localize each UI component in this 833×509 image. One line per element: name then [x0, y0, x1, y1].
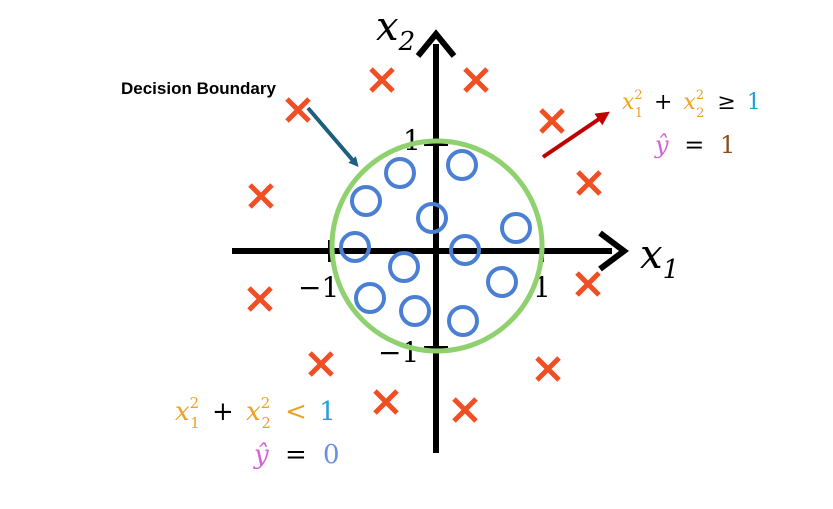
- cross-icon: [308, 351, 334, 377]
- x1-axis-label: x1: [640, 232, 679, 285]
- annotation-arrow: [306, 106, 359, 168]
- inside-prediction: ŷ = 0: [253, 440, 340, 470]
- y-axis-arrowhead-icon: [415, 29, 457, 58]
- circle-icon: [388, 251, 420, 283]
- cross-icon: [452, 397, 478, 423]
- circle-icon: [449, 234, 481, 266]
- region-arrow: [541, 111, 610, 159]
- cross-icon: [575, 271, 601, 297]
- circle-icon: [416, 202, 448, 234]
- cross-icon: [247, 286, 273, 312]
- cross-icon: [539, 108, 565, 134]
- class-0-points: [339, 149, 532, 337]
- cross-icon: [535, 356, 561, 382]
- decision-boundary-label: Decision Boundary: [121, 79, 276, 98]
- tick-label-neg-x: −1: [298, 271, 339, 304]
- cross-icon: [373, 389, 399, 415]
- x-axis-arrowhead-icon: [598, 230, 629, 272]
- circle-icon: [446, 149, 478, 181]
- outside-prediction: ŷ = 1: [654, 131, 735, 159]
- circle-icon: [354, 282, 386, 314]
- axes: [232, 29, 629, 453]
- tick-label-pos-y: 1: [403, 124, 421, 157]
- class-1-points: [247, 67, 602, 423]
- x2-term: x: [683, 90, 696, 115]
- circle-icon: [350, 185, 382, 217]
- x1-term: x: [622, 90, 635, 115]
- circle-icon: [339, 231, 371, 263]
- tick-label-neg-y: −1: [378, 336, 419, 369]
- x2-axis-label: x2: [376, 4, 415, 57]
- circle-icon: [384, 157, 416, 189]
- circle-icon: [486, 266, 518, 298]
- cross-icon: [576, 170, 602, 196]
- circle-icon: [447, 305, 479, 337]
- cross-icon: [369, 67, 395, 93]
- cross-icon: [285, 97, 311, 123]
- circle-icon: [399, 295, 431, 327]
- decision-boundary-circle: [329, 138, 545, 354]
- circle-icon: [500, 212, 532, 244]
- cross-icon: [463, 67, 489, 93]
- cross-icon: [248, 183, 274, 209]
